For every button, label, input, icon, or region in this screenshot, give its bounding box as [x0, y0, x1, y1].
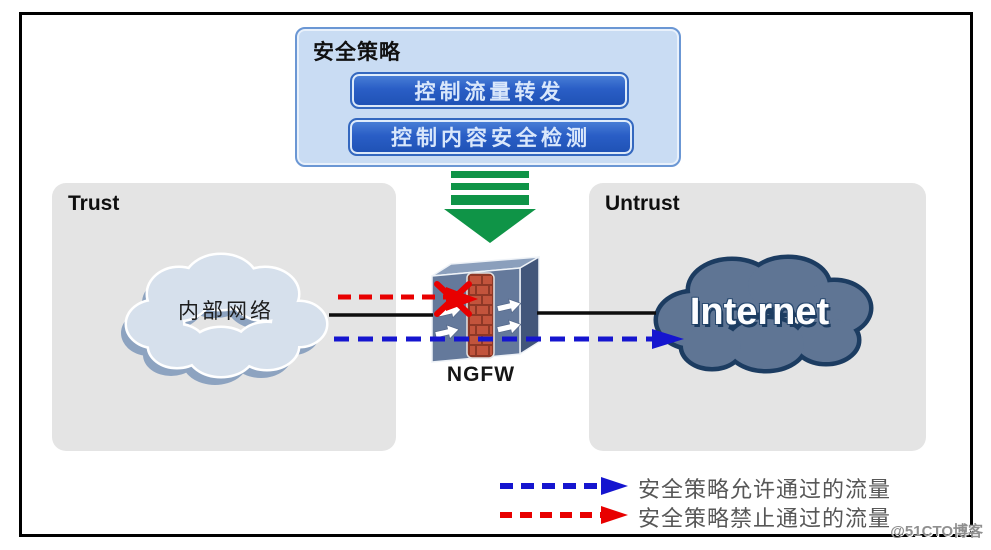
legend-blocked-traffic-label: 安全策略禁止通过的流量 — [638, 507, 892, 532]
allowed-traffic-line — [334, 329, 684, 349]
internal-network-cloud-icon — [121, 252, 329, 385]
blocked-traffic-line — [338, 287, 478, 311]
physical-link-line — [329, 311, 656, 317]
policy-item-traffic-forwarding: 控制流量转发 — [350, 72, 629, 109]
policy-apply-arrow-icon — [444, 171, 536, 243]
legend-allowed-traffic-label: 安全策略允许通过的流量 — [638, 478, 892, 503]
internet-label: Internet — [689, 291, 830, 333]
allowed-traffic-arrow-icon — [500, 477, 628, 495]
blocked-traffic-arrow-icon — [500, 506, 628, 524]
internal-network-label: 内部网络 — [178, 299, 274, 323]
ngfw-label: NGFW — [446, 363, 516, 386]
diagram-frame — [19, 12, 973, 537]
security-policy-title: 安全策略 — [313, 40, 401, 64]
security-policy-panel: 安全策略 控制流量转发 控制内容安全检测 — [295, 27, 681, 167]
watermark: @51CTO博客 — [890, 523, 983, 540]
blocked-x-icon — [434, 281, 472, 317]
internet-cloud-icon — [653, 254, 874, 374]
untrust-zone-label: Untrust — [605, 192, 680, 215]
policy-item-content-security: 控制内容安全检测 — [348, 118, 634, 156]
traffic-pass-arrows-icon — [434, 298, 522, 340]
trust-zone-label: Trust — [68, 192, 120, 215]
